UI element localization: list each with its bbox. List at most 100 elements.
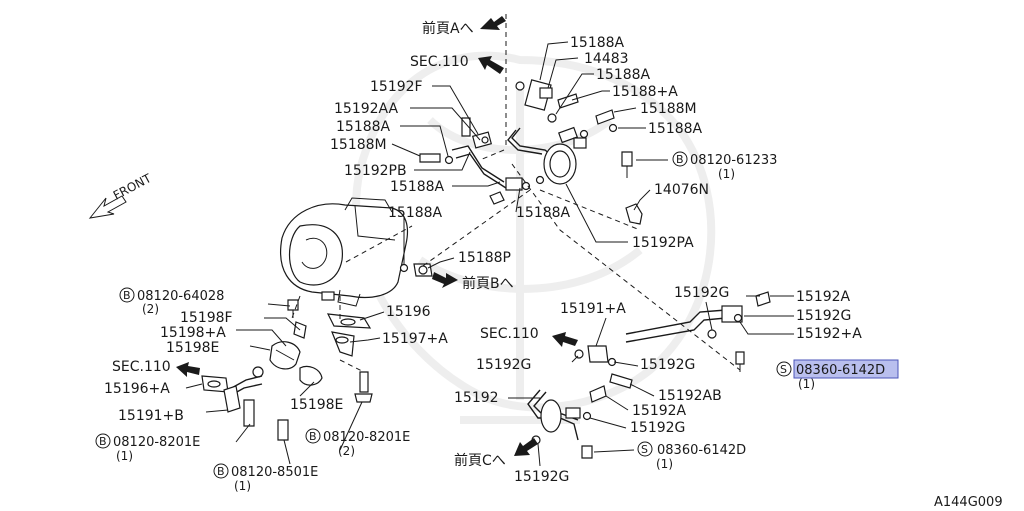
callout-label[interactable]: 15192AA xyxy=(334,101,399,117)
bolt-ref-symbol: B xyxy=(309,430,317,443)
circled-b-icon xyxy=(95,433,111,449)
direction-arrows xyxy=(176,16,578,456)
bolt-ref[interactable]: B 08120-64028 (2) xyxy=(119,287,224,316)
highlight-box xyxy=(793,359,899,379)
arrow-sec-mid-icon xyxy=(552,332,578,347)
bolt-ref-qty: (2) xyxy=(142,302,159,316)
callout-label[interactable]: 15192G xyxy=(476,357,531,373)
circled-b-icon xyxy=(672,151,688,167)
bolt-ref[interactable]: B 08120-8501E (1) xyxy=(213,463,318,493)
circled-b-icon xyxy=(305,428,321,444)
callout-label[interactable]: 15188A xyxy=(388,205,443,221)
bolt-ref-qty: (1) xyxy=(234,479,251,493)
label-sec-mid: SEC.110 xyxy=(480,326,539,342)
callout-label[interactable]: 15192F xyxy=(370,79,423,95)
bolt-ref[interactable]: B 08120-8201E (1) xyxy=(95,433,200,463)
arrow-prev-a-icon xyxy=(480,16,506,30)
bolt-ref-qty: (1) xyxy=(116,449,133,463)
circled-b-icon xyxy=(119,287,135,303)
callout-label[interactable]: 15188+A xyxy=(612,84,678,100)
bolt-ref-highlighted[interactable]: S 08360-6142D (1) xyxy=(776,359,899,391)
bolt-ref-qty: (1) xyxy=(798,377,815,391)
bolt-ref-code: 08120-64028 xyxy=(137,289,224,304)
bolt-ref-code: 08360-6142D xyxy=(796,363,885,378)
pb-pipe-group xyxy=(419,117,545,205)
upper-pipe-group xyxy=(507,79,643,225)
bolt-ref-qty: (1) xyxy=(656,457,673,471)
callout-label[interactable]: 15192AB xyxy=(658,388,722,404)
leader-lines xyxy=(185,14,794,467)
callout-label[interactable]: 15191+B xyxy=(118,408,184,424)
bolt-ref-code: 08120-8201E xyxy=(113,435,200,450)
callout-label[interactable]: 15188A xyxy=(390,179,445,195)
bolt-ref-qty: (2) xyxy=(338,444,355,458)
callout-label[interactable]: 15188A xyxy=(570,35,625,51)
bolt-ref-qty: (1) xyxy=(718,167,735,181)
part-callouts: 15188A 14483 15188A 15188+A 15188M 15188… xyxy=(104,35,862,485)
bolt-ref-symbol: B xyxy=(676,153,684,166)
bolt-ref-symbol: B xyxy=(217,465,225,478)
bolt-ref-symbol: S xyxy=(641,443,648,456)
oil-fitting xyxy=(399,263,433,277)
callout-label[interactable]: 15188M xyxy=(330,137,387,153)
callout-label[interactable]: 15188A xyxy=(596,67,651,83)
circled-s-icon xyxy=(637,441,653,457)
bolt-ref[interactable]: B 08120-61233 (1) xyxy=(672,151,777,181)
bolt-ref-code: 08120-8201E xyxy=(323,430,410,445)
direction-labels: 前頁Aへ SEC.110 前頁Bへ SEC.110 SEC.110 前頁Cへ xyxy=(112,20,539,469)
callout-label[interactable]: 15188A xyxy=(648,121,703,137)
front-arrow: FRONT xyxy=(88,171,154,219)
callout-label[interactable]: 15192 xyxy=(454,390,499,406)
callout-label[interactable]: 15192PB xyxy=(344,163,407,179)
callout-label[interactable]: 15192PA xyxy=(632,235,694,251)
bolt-ref-code: 08120-61233 xyxy=(690,153,777,168)
callout-label[interactable]: 15192G xyxy=(630,420,685,436)
circled-s-icon xyxy=(776,361,792,377)
bolt-ref-symbol: S xyxy=(780,363,787,376)
front-arrow-icon xyxy=(88,195,127,219)
bolt-ref[interactable]: S 08360-6142D (1) xyxy=(637,441,746,471)
bolt-references: B 08120-61233 (1) B 08120-64028 (2) B 08… xyxy=(95,151,899,493)
label-sec-left: SEC.110 xyxy=(112,359,171,375)
callout-label[interactable]: 15196 xyxy=(386,304,431,320)
arrow-prev-b-icon xyxy=(432,272,458,288)
callout-label[interactable]: 15198E xyxy=(290,397,343,413)
callout-label[interactable]: 15192G xyxy=(674,285,729,301)
circled-b-icon xyxy=(213,463,229,479)
callout-label[interactable]: 15191+A xyxy=(560,301,626,317)
label-prev-c: 前頁Cへ xyxy=(454,452,506,469)
callout-label[interactable]: 15192G xyxy=(514,469,569,485)
bolt-ref-code: 08360-6142D xyxy=(657,443,746,458)
callout-label[interactable]: 15188M xyxy=(640,101,697,117)
callout-label[interactable]: 15188A xyxy=(516,205,571,221)
arrow-sec-left-icon xyxy=(176,362,200,377)
callout-label[interactable]: 15192G xyxy=(796,308,851,324)
front-label: FRONT xyxy=(111,171,154,203)
callout-label[interactable]: 15197+A xyxy=(382,331,448,347)
callout-label[interactable]: 15192G xyxy=(640,357,695,373)
callout-label[interactable]: 14076N xyxy=(654,182,709,198)
bolt-ref-symbol: B xyxy=(123,289,131,302)
callout-label[interactable]: 15192A xyxy=(632,403,687,419)
label-prev-b: 前頁Bへ xyxy=(462,275,514,292)
flange-group xyxy=(287,299,373,403)
label-sec-top: SEC.110 xyxy=(410,54,469,70)
callout-label[interactable]: 14483 xyxy=(584,51,629,67)
callout-label[interactable]: 15192A xyxy=(796,289,851,305)
callout-label[interactable]: 15188A xyxy=(336,119,391,135)
callout-label[interactable]: 15198+A xyxy=(160,325,226,341)
callout-label[interactable]: 15196+A xyxy=(104,381,170,397)
callout-label[interactable]: 15198E xyxy=(166,340,219,356)
arrow-prev-c-icon xyxy=(514,438,538,456)
turbocharger-assembly xyxy=(280,197,409,307)
arrow-sec-top-icon xyxy=(478,56,504,74)
drawing-code: A144G009 xyxy=(934,495,1003,510)
bolt-ref-code: 08120-8501E xyxy=(231,465,318,480)
bolt-ref[interactable]: B 08120-8201E (2) xyxy=(305,428,410,458)
bolt-ref-symbol: B xyxy=(99,435,107,448)
callout-label[interactable]: 15192+A xyxy=(796,326,862,342)
label-prev-a: 前頁Aへ xyxy=(422,20,474,37)
callout-label[interactable]: 15198F xyxy=(180,310,233,326)
callout-label[interactable]: 15188P xyxy=(458,250,511,266)
